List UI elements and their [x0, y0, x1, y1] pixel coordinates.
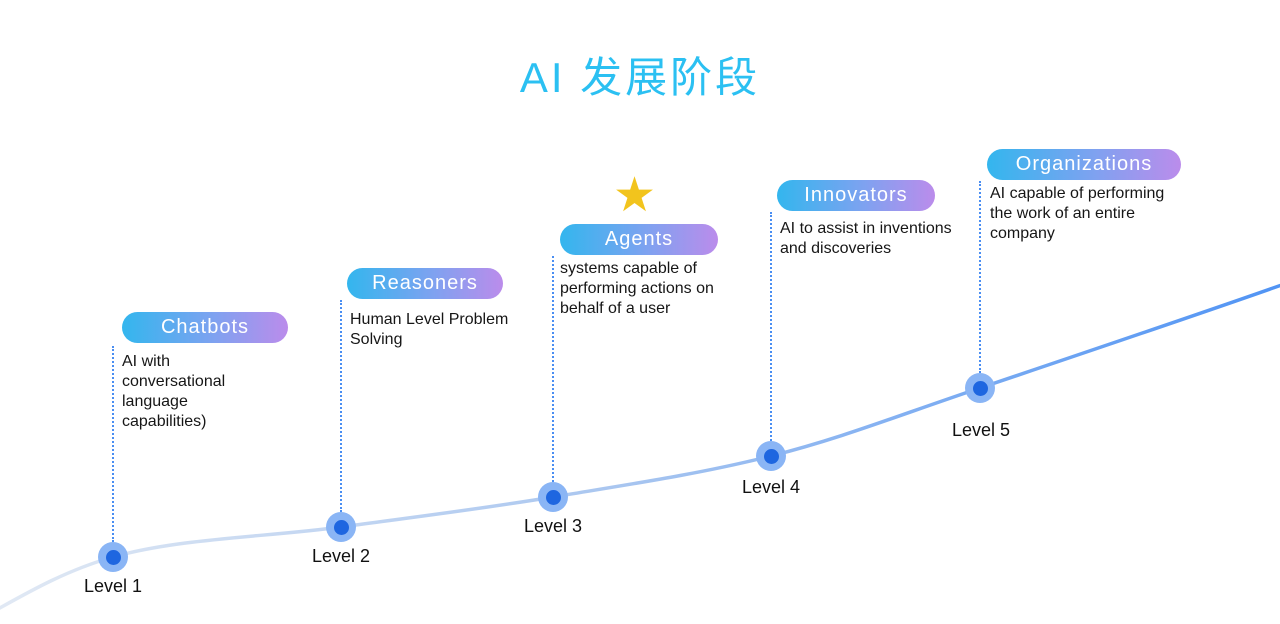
stage-dot-chatbots — [98, 542, 128, 572]
page-title: AI 发展阶段 — [519, 54, 761, 101]
stage-pill-label-reasoners: Reasoners — [372, 272, 478, 294]
stage-pill-organizations: Organizations — [987, 149, 1181, 180]
level-label-4: Level 4 — [741, 477, 801, 497]
level-label-5: Level 5 — [951, 420, 1011, 440]
stage-dot-reasoners — [326, 512, 356, 542]
stage-pill-reasoners: Reasoners — [347, 268, 503, 299]
stage-pill-chatbots: Chatbots — [122, 312, 288, 343]
stage-description-chatbots: AI with conversational language capabili… — [122, 353, 226, 430]
stage-connector-chatbots — [112, 346, 114, 542]
stage-connector-agents — [552, 256, 554, 482]
level-label-3: Level 3 — [523, 516, 583, 536]
stage-connector-innovators — [770, 212, 772, 441]
stage-dot-organizations — [965, 373, 995, 403]
stage-pill-label-agents: Agents — [604, 228, 674, 250]
stage-dot-agents — [538, 482, 568, 512]
stage-pill-label-innovators: Innovators — [804, 184, 908, 206]
stage-description-organizations: AI capable of performing the work of an … — [990, 185, 1165, 242]
stage-connector-reasoners — [340, 300, 342, 512]
stage-pill-label-organizations: Organizations — [1015, 153, 1153, 175]
stage-connector-organizations — [979, 181, 981, 373]
stage-pill-innovators: Innovators — [777, 180, 935, 211]
stage-description-innovators: AI to assist in inventions and discoveri… — [780, 220, 952, 257]
stage-pill-label-chatbots: Chatbots — [160, 316, 250, 338]
star-icon: ★ — [613, 169, 657, 222]
stage-description-reasoners: Human Level Problem Solving — [350, 311, 509, 348]
stage-description-agents: systems capable of performing actions on… — [560, 260, 714, 317]
stage-pill-agents: Agents — [560, 224, 718, 255]
level-label-2: Level 2 — [311, 546, 371, 566]
stage-dot-innovators — [756, 441, 786, 471]
level-label-1: Level 1 — [83, 576, 143, 596]
